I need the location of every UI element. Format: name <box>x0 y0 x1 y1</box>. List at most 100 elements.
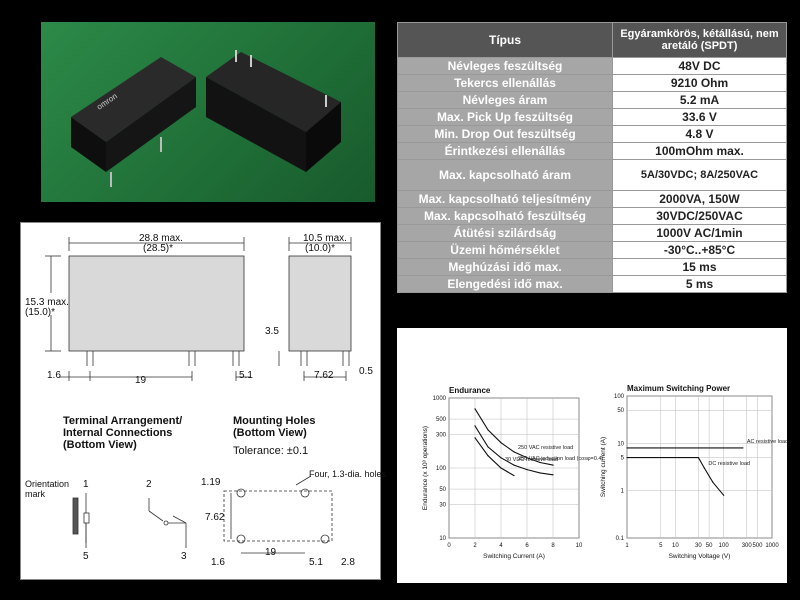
spec-value: 5 ms <box>612 275 787 293</box>
spec-value: 5.2 mA <box>612 91 787 109</box>
y-tick-label: 5 <box>621 456 625 462</box>
dim-height-nominal: (15.0)* <box>25 307 56 318</box>
x-tick-label: 10 <box>576 543 583 549</box>
data-point <box>500 457 502 459</box>
mounting-title: Mounting Holes (Bottom View) <box>233 415 316 439</box>
dim-b-1-19: 1.19 <box>201 477 221 488</box>
dim-b-5-1: 5.1 <box>309 557 323 568</box>
chart-plot-area <box>626 395 773 539</box>
dim-0-5: 0.5 <box>359 366 373 377</box>
x-tick-label: 300 <box>742 543 753 549</box>
series-label: DC resistive load <box>708 461 750 467</box>
x-axis-label: Switching Voltage (V) <box>669 553 731 560</box>
dim-1-6: 1.6 <box>47 370 61 381</box>
dim-length-max: 28.8 max. <box>139 233 183 244</box>
spec-row: Meghúzási idő max.15 ms <box>397 258 787 276</box>
spec-value: 4.8 V <box>612 125 787 143</box>
data-point <box>487 429 489 431</box>
spec-key: Max. Pick Up feszültség <box>397 108 613 126</box>
spec-key: Meghúzási idő max. <box>397 258 613 276</box>
data-point <box>626 456 628 459</box>
data-point <box>526 457 528 459</box>
y-tick-label: 50 <box>617 408 624 414</box>
spec-key: Átütési szilárdság <box>397 224 613 242</box>
x-tick-label: 10 <box>672 543 679 549</box>
y-tick-label: 10 <box>439 536 446 542</box>
series-label: 30 VDC resistive load <box>505 457 558 463</box>
spec-key: Max. kapcsolható teljesítmény <box>397 190 613 208</box>
x-tick-label: 6 <box>525 543 529 549</box>
x-tick-label: 5 <box>659 543 663 549</box>
spec-key: Tekercs ellenállás <box>397 74 613 92</box>
x-tick-label: 2 <box>473 543 477 549</box>
dim-pin-length: 3.5 <box>265 326 279 337</box>
x-tick-label: 30 <box>695 543 702 549</box>
x-tick-label: 1 <box>625 543 629 549</box>
x-tick-label: 0 <box>447 543 451 549</box>
y-tick-label: 10 <box>617 441 624 447</box>
spec-value: 5A/30VDC; 8A/250VAC <box>612 159 787 191</box>
dim-length-nominal: (28.5)* <box>143 243 174 254</box>
data-point <box>474 437 476 439</box>
data-point <box>552 464 554 466</box>
spec-row: Üzemi hőmérséklet-30°C..+85°C <box>397 241 787 259</box>
relay-photo-illustration: omron <box>71 50 341 187</box>
series-label: AC resistive load <box>747 439 787 445</box>
spec-value: -30°C..+85°C <box>612 241 787 259</box>
data-point <box>513 451 515 453</box>
data-point <box>539 461 541 464</box>
dim-7-62: 7.62 <box>314 370 334 381</box>
x-tick-label: 1000 <box>765 543 779 549</box>
dim-width-max: 10.5 max. <box>303 233 347 244</box>
data-point <box>526 468 528 471</box>
x-tick-label: 500 <box>752 543 763 549</box>
spec-key: Max. kapcsolható feszültség <box>397 207 613 225</box>
y-tick-label: 30 <box>439 503 446 509</box>
spec-key: Névleges feszültség <box>397 57 613 75</box>
chart-title: Maximum Switching Power <box>627 384 730 393</box>
data-point <box>742 447 744 449</box>
relay-right <box>206 50 341 172</box>
spec-value: 2000VA, 150W <box>612 190 787 208</box>
x-tick-label: 4 <box>499 543 503 549</box>
data-point <box>723 494 725 496</box>
spec-value: 1000V AC/1min <box>612 224 787 242</box>
spec-value: 100mOhm max. <box>612 142 787 160</box>
data-point <box>487 446 489 448</box>
dim-b-1-6: 1.6 <box>211 557 225 568</box>
chart-title: Endurance <box>449 386 491 395</box>
dim-width-nominal: (10.0)* <box>305 243 336 254</box>
drawing-lines <box>45 237 352 554</box>
spec-header-key: Típus <box>397 22 613 58</box>
data-point <box>474 408 476 410</box>
y-tick-label: 500 <box>436 417 447 423</box>
y-tick-label: 100 <box>436 466 447 472</box>
spec-header-value: Egyáramkörös, kétállású, nem aretáló (SP… <box>612 22 787 58</box>
y-tick-label: 100 <box>614 394 625 400</box>
spec-value: 48V DC <box>612 57 787 75</box>
dim-b-2-8: 2.8 <box>341 557 355 568</box>
spec-key: Elengedési idő max. <box>397 275 613 293</box>
terminal-title: Terminal Arrangement/ Internal Connectio… <box>63 415 183 451</box>
spec-key: Üzemi hőmérséklet <box>397 241 613 259</box>
data-point <box>697 456 699 459</box>
y-axis-label: Endurance (x 10³ operations) <box>422 426 429 510</box>
relay-left: omron <box>71 57 196 187</box>
series-label: 250 VAC resistive load <box>518 445 573 451</box>
spec-value: 30VDC/250VAC <box>612 207 787 225</box>
series-label: 250 VAC induction load (cosφ=0.4) <box>518 456 603 462</box>
x-tick-label: 50 <box>706 543 713 549</box>
pin-3-label: 3 <box>181 551 187 562</box>
y-tick-label: 300 <box>436 433 447 439</box>
spec-key: Érintkezési ellenállás <box>397 142 613 160</box>
holes-note: Four, 1.3-dia. holes <box>309 469 387 479</box>
